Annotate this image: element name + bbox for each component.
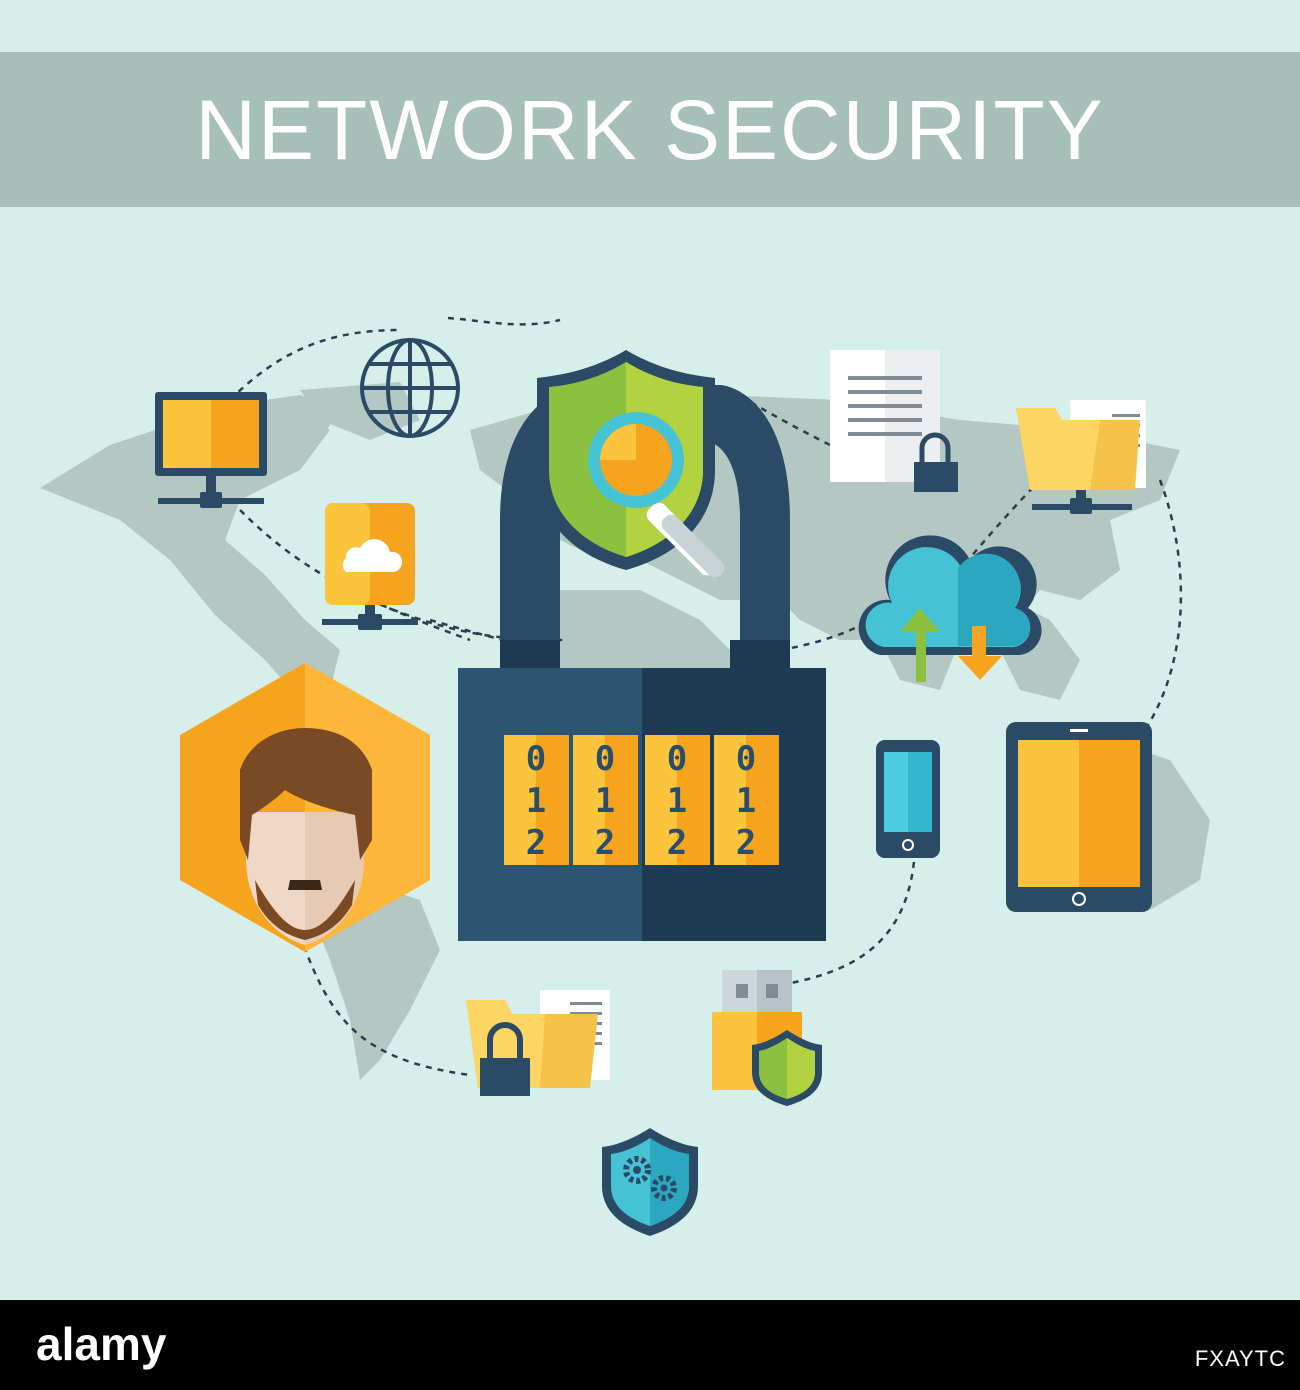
shared-folder-icon	[1016, 400, 1146, 514]
wheel-digit: 2	[667, 823, 687, 863]
combination-wheels: 0 1 2 0 1 2 0 1 2	[504, 735, 779, 865]
wheel-digit: 0	[595, 739, 615, 779]
wheel-digit: 0	[736, 739, 756, 779]
network-illustration: 0 1 2 0 1 2 0 1 2	[40, 316, 1210, 1236]
wheel-digit: 0	[526, 739, 546, 779]
smartphone-icon	[876, 740, 940, 858]
monitor-server-icon	[155, 392, 267, 508]
wheel-digit: 0	[667, 739, 687, 779]
wheel-digit: 1	[595, 781, 615, 821]
wheel-digit: 1	[667, 781, 687, 821]
combination-wheel: 0 1 2	[573, 735, 638, 865]
cloud-storage-server-icon	[322, 503, 418, 630]
page-title: NETWORK SECURITY	[195, 83, 1105, 177]
locked-folder-icon	[466, 990, 610, 1096]
shield-magnifier-icon	[537, 350, 725, 578]
infographic-canvas: NETWORK SECURITY	[0, 0, 1300, 1300]
wheel-digit: 2	[736, 823, 756, 863]
image-id-label: FXAYTC	[1194, 1346, 1286, 1371]
title-banner	[0, 52, 1300, 207]
combination-wheel: 0 1 2	[645, 735, 710, 865]
combination-wheel: 0 1 2	[504, 735, 569, 865]
usb-shield-icon	[712, 970, 822, 1106]
user-avatar-icon	[180, 663, 430, 952]
tablet-icon	[1006, 722, 1152, 912]
wheel-digit: 2	[595, 823, 615, 863]
gear-shield-icon	[602, 1128, 698, 1236]
globe-icon	[360, 338, 460, 438]
wheel-digit: 2	[526, 823, 546, 863]
locked-document-icon	[830, 350, 958, 492]
combination-wheel: 0 1 2	[714, 735, 779, 865]
cloud-sync-icon	[858, 535, 1042, 682]
footer-logo: alamy	[36, 1318, 167, 1370]
wheel-digit: 1	[736, 781, 756, 821]
wheel-digit: 1	[526, 781, 546, 821]
footer-bar	[0, 1300, 1300, 1390]
